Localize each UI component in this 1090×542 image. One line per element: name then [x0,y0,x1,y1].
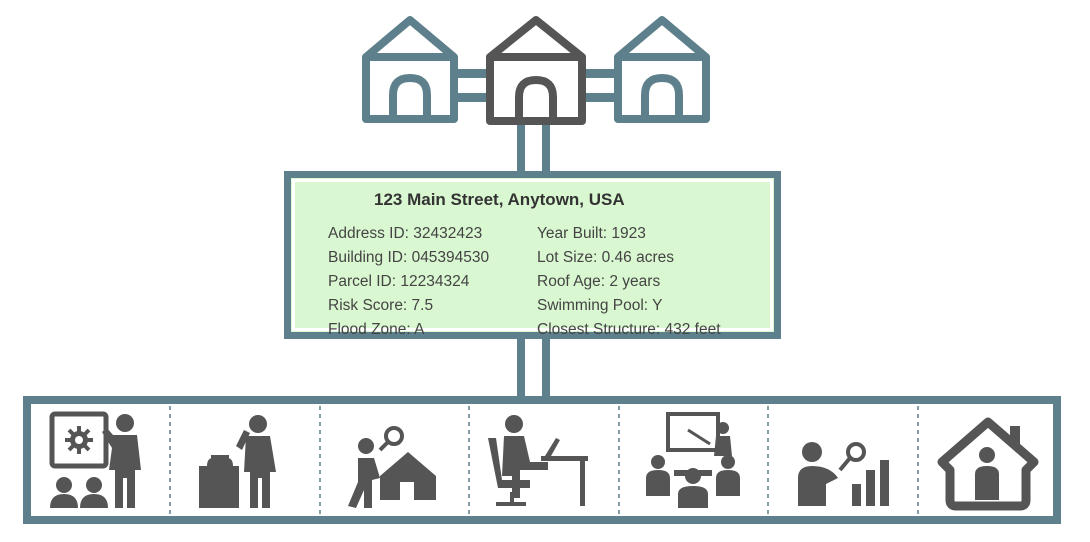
field-closest-structure: Closest Structure: 432 feet [537,321,721,338]
house-right-icon [614,16,710,123]
info-column-left: Address ID: 32432423 Building ID: 045394… [328,222,489,342]
field-roof-age: Roof Age: 2 years [537,273,661,290]
field-risk-score: Risk Score: 7.5 [328,297,434,314]
property-address-title: 123 Main Street, Anytown, USA [374,190,625,209]
field-address-id: Address ID: 32432423 [328,225,483,242]
house-center-icon [486,16,586,125]
field-building-id: Building ID: 045394530 [328,249,490,266]
person-in-home-icon [937,417,1039,511]
field-swimming-pool: Swimming Pool: Y [537,297,663,314]
strip-dividers [169,406,919,514]
meeting-presentation-icon [646,412,740,508]
field-flood-zone: Flood Zone: A [328,321,425,338]
presenter-with-audience-icon [49,411,141,508]
house-left-icon [362,16,458,123]
top-connector [517,120,550,172]
field-parcel-id: Parcel ID: 12234324 [328,273,470,290]
property-info-card: 123 Main Street, Anytown, USA Address ID… [284,171,781,339]
laptop-worker-icon [488,415,588,506]
property-inspector-icon [348,426,436,508]
house-connectors [455,69,617,102]
bottom-connector [517,339,550,398]
phone-call-at-desk-icon [199,415,276,508]
field-lot-size: Lot Size: 0.46 acres [537,249,674,266]
data-analyst-icon [798,442,889,506]
info-column-right: Year Built: 1923 Lot Size: 0.46 acres Ro… [537,222,721,342]
field-year-built: Year Built: 1923 [537,225,646,242]
